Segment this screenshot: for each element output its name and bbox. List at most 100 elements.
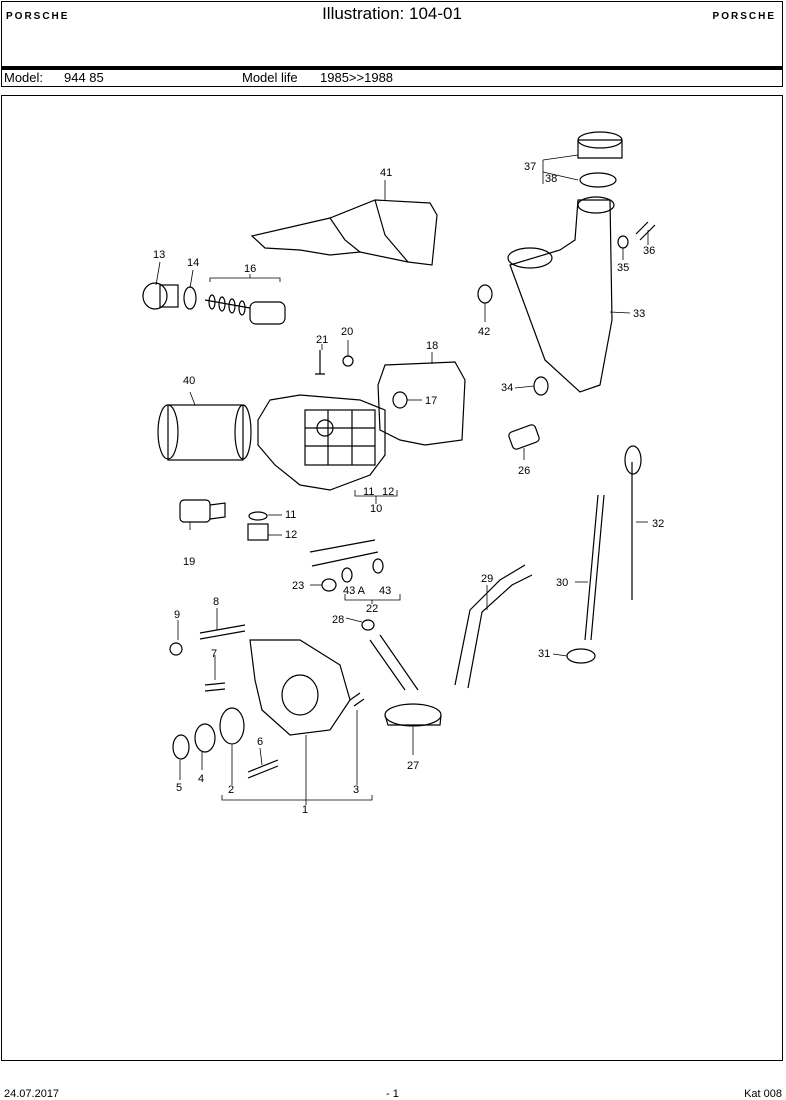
callout-7: 7	[211, 648, 217, 660]
callout-18: 18	[426, 340, 438, 352]
callout-14: 14	[187, 257, 199, 269]
callout-22: 22	[366, 603, 378, 615]
callout-40: 40	[183, 375, 195, 387]
porsche-logo-right: PORSCHE	[712, 11, 776, 22]
ring-11	[248, 511, 268, 521]
leader-lines	[155, 154, 649, 805]
callout-9: 9	[174, 609, 180, 621]
callout-43: 43	[379, 585, 391, 597]
footer-catalog: Kat 008	[744, 1088, 782, 1100]
spring-16	[204, 299, 251, 309]
model-label: Model:	[4, 70, 44, 85]
bolt-6	[247, 759, 279, 779]
filler-tube-33	[509, 199, 613, 393]
bolt-21	[315, 350, 325, 375]
cap-37	[577, 139, 623, 159]
model-value: 944 85	[64, 70, 104, 85]
callout-38: 38	[545, 173, 557, 185]
callout-26: 26	[518, 465, 530, 477]
callout-36: 36	[643, 245, 655, 257]
ring-28	[361, 619, 375, 631]
callout-30: 30	[556, 577, 568, 589]
header-box: PORSCHE Illustration: 104-01 PORSCHE	[1, 1, 783, 67]
seal-2	[219, 707, 245, 745]
callout-1: 1	[302, 804, 308, 816]
heat-shield-folds	[329, 199, 409, 263]
ring-43a	[341, 567, 353, 583]
callout-27: 27	[407, 760, 419, 772]
callout-5: 5	[176, 782, 182, 794]
model-bar: Model: 944 85 Model life 1985>>1988	[1, 67, 783, 87]
callout-23: 23	[292, 580, 304, 592]
heat-shield-41	[250, 199, 438, 266]
callout-13: 13	[153, 249, 165, 261]
washer-35	[617, 235, 629, 249]
porsche-logo-left: PORSCHE	[6, 11, 70, 22]
callout-8: 8	[213, 596, 219, 608]
callout-labels: 41 13 14 16 40 21 20 18 17 11 12 10 11 1…	[153, 161, 664, 816]
callout-3: 3	[353, 784, 359, 796]
callout-17: 17	[425, 395, 437, 407]
illustration-title: Illustration: 104-01	[322, 4, 462, 23]
piston-16	[249, 301, 286, 325]
pipe-22	[309, 539, 379, 567]
callout-11: 11	[285, 509, 296, 521]
pickup-pipe-29	[454, 564, 533, 689]
callout-29: 29	[481, 573, 493, 585]
callout-42: 42	[478, 326, 490, 338]
callout-20: 20	[341, 326, 353, 338]
ring-23	[321, 578, 337, 592]
strainer-27	[384, 703, 442, 727]
ring-42	[477, 284, 493, 304]
guide-tube-30	[584, 494, 599, 641]
washer-20	[342, 355, 354, 367]
seal-38	[579, 172, 617, 188]
callout-19: 19	[183, 556, 195, 568]
stud-8	[199, 624, 246, 640]
seal-31	[566, 648, 596, 664]
oil-filter-40	[167, 404, 244, 461]
illustration-frame	[1, 95, 783, 1061]
callout-12-group: 12	[382, 486, 394, 498]
ring-43	[372, 558, 384, 574]
callout-43a: 43 A	[343, 585, 366, 597]
callout-16: 16	[244, 263, 256, 275]
housing-grid	[304, 409, 376, 466]
bolt-7	[204, 682, 226, 692]
callout-33: 33	[633, 308, 645, 320]
plug-13-body	[159, 284, 179, 308]
callout-32: 32	[652, 518, 664, 530]
callout-11-group: 11	[363, 486, 374, 498]
callout-2: 2	[228, 784, 234, 796]
footer-date: 24.07.2017	[4, 1088, 60, 1100]
plug-26	[508, 424, 540, 450]
ring-5	[172, 734, 190, 760]
oil-pump-1	[249, 639, 351, 736]
callout-10: 10	[370, 503, 382, 515]
callout-21: 21	[316, 334, 328, 346]
callout-4: 4	[198, 773, 204, 785]
gasket-18	[377, 361, 466, 446]
callout-34: 34	[501, 382, 513, 394]
ring-34	[533, 376, 549, 396]
bolt-36	[635, 221, 656, 241]
part-drawings	[142, 131, 656, 779]
model-life-value: 1985>>1988	[320, 70, 394, 85]
filter-housing-10	[257, 394, 386, 491]
callout-35: 35	[617, 262, 629, 274]
callout-12: 12	[285, 529, 297, 541]
callout-41: 41	[380, 167, 392, 179]
callout-28: 28	[332, 614, 344, 626]
ring-14	[183, 286, 197, 310]
nut-9	[169, 642, 183, 656]
footer-page: - 1	[386, 1088, 399, 1100]
o-ring-17	[392, 391, 408, 409]
plug-13	[142, 282, 168, 310]
callout-37: 37	[524, 161, 536, 173]
callout-31: 31	[538, 648, 550, 660]
bolt-3	[349, 692, 365, 707]
bearing-4	[194, 723, 216, 753]
plug-12	[247, 523, 269, 541]
callout-6: 6	[257, 736, 263, 748]
